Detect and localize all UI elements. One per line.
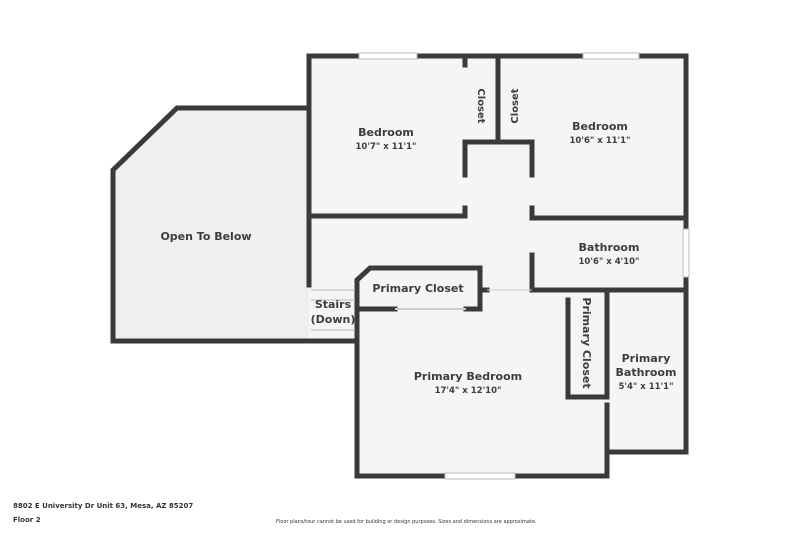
bedroom-2-label: Bedroom — [572, 120, 628, 133]
open-to-below-label: Open To Below — [160, 230, 251, 243]
primary-bedroom-label: Primary Bedroom — [414, 370, 522, 383]
disclaimer-text: Floor plans/tour cannot be used for buil… — [276, 519, 537, 525]
open-to-below-area — [113, 108, 309, 341]
primary-bathroom-label: Primary — [622, 352, 671, 365]
bedroom-1-dims: 10'7" x 11'1" — [356, 142, 417, 152]
bathroom-area — [532, 218, 686, 290]
stairs-label-line2: (Down) — [311, 313, 356, 326]
room-fills — [113, 56, 686, 476]
stairs-label: Stairs — [315, 298, 352, 311]
window — [358, 52, 418, 60]
window — [682, 228, 690, 278]
floor-label: Floor 2 — [13, 516, 41, 524]
bedroom-2-dims: 10'6" x 11'1" — [570, 136, 631, 146]
bathroom-label: Bathroom — [579, 241, 640, 254]
primary-bathroom-area — [607, 290, 686, 452]
bedroom-2-area — [532, 56, 686, 218]
closet-1-area — [465, 56, 498, 142]
closet-2-area — [498, 56, 532, 142]
primary-bedroom-area — [357, 290, 607, 476]
bedroom-1-label: Bedroom — [358, 126, 414, 139]
bathroom-dims: 10'6" x 4'10" — [579, 257, 640, 267]
windows — [311, 52, 690, 480]
primary-closet-top-label: Primary Closet — [372, 282, 463, 295]
window — [582, 52, 640, 60]
stairs-area — [309, 285, 357, 341]
closet-1-label: Closet — [475, 88, 486, 123]
room-labels: Open To Below Bedroom 10'7" x 11'1" Clos… — [160, 88, 676, 396]
primary-bedroom-dims: 17'4" x 12'10" — [435, 386, 502, 396]
primary-bathroom-label-line2: Bathroom — [616, 366, 677, 379]
address-text: 8802 E University Dr Unit 63, Mesa, AZ 8… — [13, 502, 194, 510]
primary-bathroom-dims: 5'4" x 11'1" — [618, 382, 673, 392]
primary-closet-side-label: Primary Closet — [580, 297, 593, 388]
closet-2-label: Closet — [510, 88, 521, 123]
window — [444, 472, 516, 480]
